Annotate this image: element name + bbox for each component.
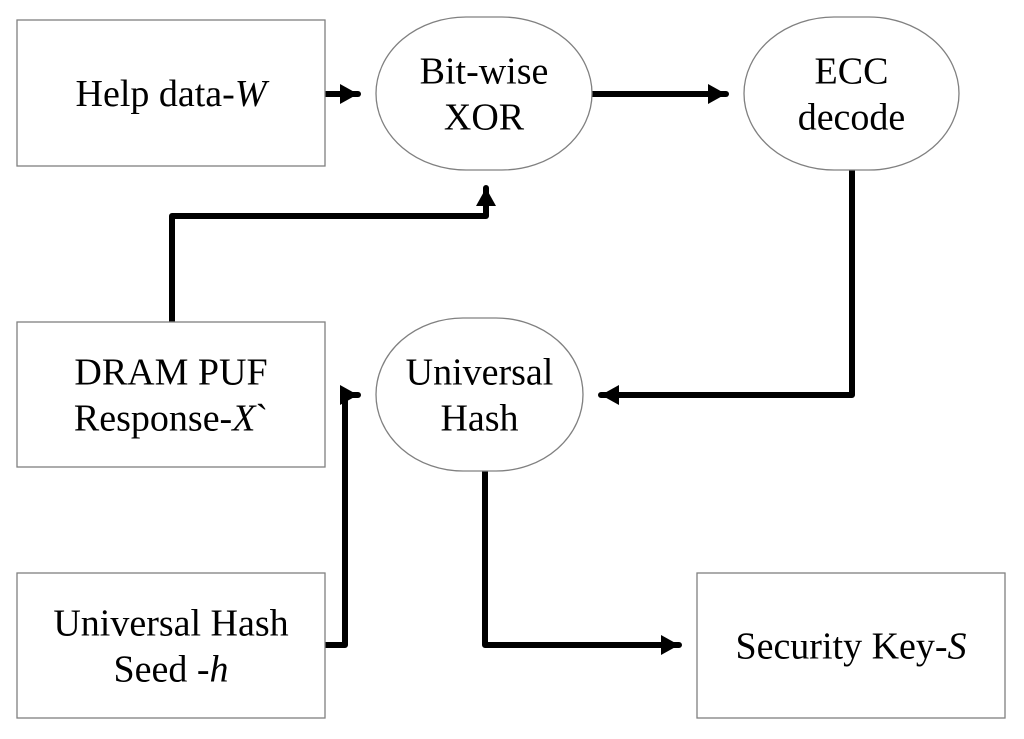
- node-label-line: Seed -h: [113, 649, 228, 691]
- arrowhead-icon: [476, 188, 496, 206]
- node-label-line: decode: [798, 97, 906, 139]
- arrowhead-icon: [340, 84, 358, 104]
- label-text: Hash: [440, 398, 518, 440]
- edge-dram-puf-to-xor: [169, 185, 496, 325]
- node-label-line: Bit-wise: [420, 51, 549, 93]
- box-shape: [16, 19, 326, 167]
- connector-line: [322, 392, 361, 648]
- terminator-shape: [375, 16, 593, 171]
- node-label-line: Universal: [406, 352, 554, 394]
- node-label-line: Universal Hash: [53, 603, 288, 645]
- node-label-line: Security Key-S: [735, 626, 966, 668]
- node-help-data: Help data-W: [16, 19, 326, 167]
- arrowhead-icon: [708, 84, 726, 104]
- label-text: DRAM PUF: [74, 352, 267, 394]
- arrowhead-icon: [340, 385, 358, 405]
- arrowhead-icon: [661, 635, 679, 655]
- label-variable: h: [210, 649, 229, 691]
- label-text: Universal: [406, 352, 554, 394]
- edge-hash-seed-to-universal-hash: [322, 385, 361, 648]
- node-label-line: Response-X`: [74, 398, 268, 440]
- label-text: `: [255, 398, 268, 440]
- node-label-line: XOR: [444, 97, 525, 139]
- box-shape: [16, 572, 326, 719]
- label-text: decode: [798, 97, 906, 139]
- edge-universal-hash-to-security-key: [482, 468, 682, 655]
- node-label-line: ECC: [815, 51, 889, 93]
- edge-ecc-to-universal-hash: [598, 167, 855, 405]
- node-label-line: Help data-W: [76, 73, 270, 115]
- node-label-line: DRAM PUF: [74, 352, 267, 394]
- edge-xor-to-ecc: [589, 84, 729, 104]
- terminator-shape: [375, 317, 584, 472]
- label-variable: W: [235, 73, 270, 115]
- connector-line: [482, 468, 682, 648]
- label-text: Response-: [74, 398, 232, 440]
- node-security-key: Security Key-S: [696, 572, 1006, 719]
- label-text: Universal Hash: [53, 603, 288, 645]
- label-text: ECC: [815, 51, 889, 93]
- box-shape: [16, 321, 326, 468]
- label-variable: S: [948, 626, 967, 668]
- label-text: XOR: [444, 97, 525, 139]
- edge-help-data-to-xor: [322, 84, 361, 104]
- node-label-line: Hash: [440, 398, 518, 440]
- label-text: Bit-wise: [420, 51, 549, 93]
- terminator-shape: [743, 16, 960, 171]
- edges-layer: [169, 84, 855, 655]
- arrowhead-icon: [601, 385, 619, 405]
- label-text: Seed -: [113, 649, 209, 691]
- box-shape: [696, 572, 1006, 719]
- label-text: Help data-: [76, 73, 235, 115]
- connector-line: [598, 167, 855, 398]
- label-text: Security Key-: [735, 626, 947, 668]
- connector-line: [169, 185, 489, 325]
- label-variable: X: [230, 398, 257, 440]
